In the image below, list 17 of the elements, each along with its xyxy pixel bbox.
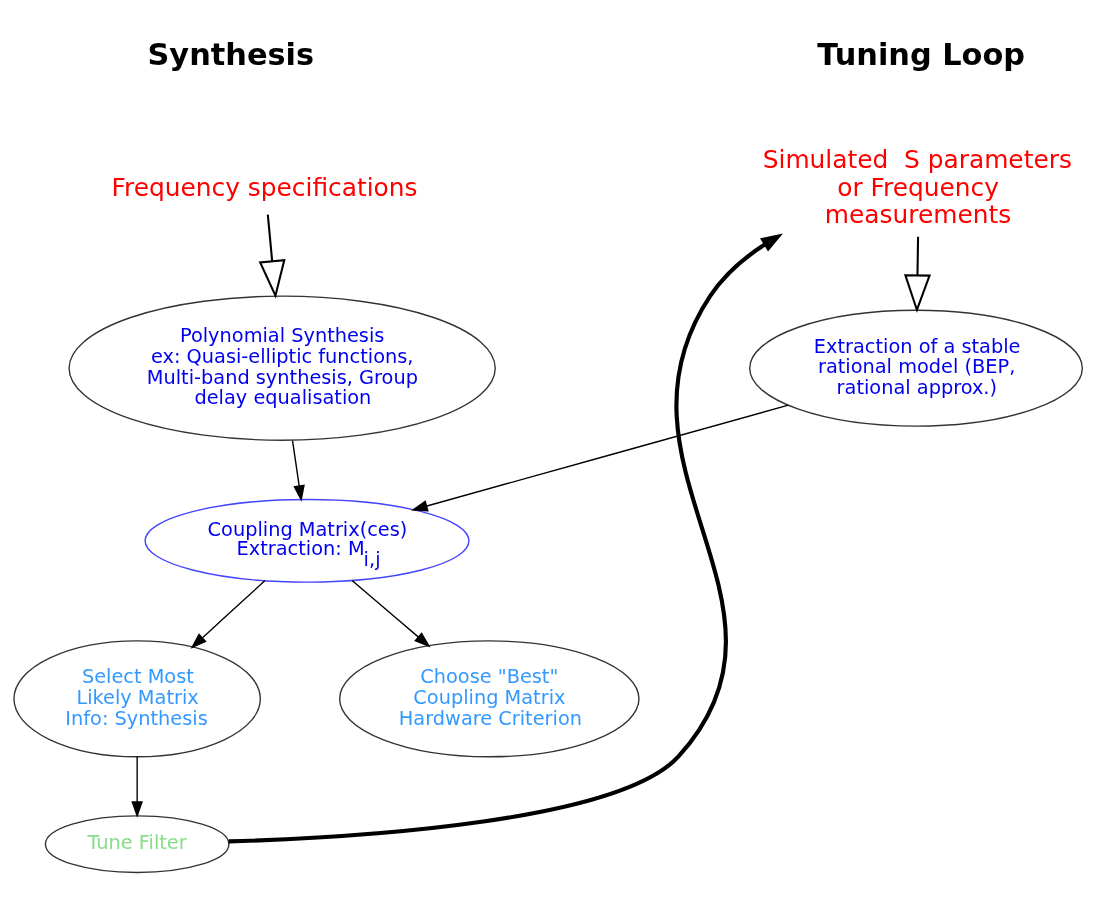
arrow [190,579,266,649]
arrow [903,236,931,313]
label: Synthesis [147,36,315,72]
node-ellipse: Extraction of a stable rational model (BEP, rational approx.) [749,309,1083,427]
arrow [291,439,305,502]
arrow [351,579,431,647]
arrow [131,755,143,818]
node-text: Frequency specifications [111,172,418,202]
node-ellipse: Select Most Likely Matrix Info: Synthesis [13,639,261,757]
node-ellipse: Choose "Best" Coupling Matrix Hardware Criterion [338,639,640,757]
label: Tuning Loop [817,36,1026,72]
arrow [411,404,790,512]
arrow [228,233,783,843]
arrow [258,214,286,299]
node-ellipse: Polynomial Synthesis ex: Quasi-elliptic functions, Multi-band synthesis, Group delay equalisation [68,294,496,441]
node-ellipse: Tune Filter [44,814,230,873]
node-text: Simulated S parameters or Frequency measurements [762,144,1072,229]
